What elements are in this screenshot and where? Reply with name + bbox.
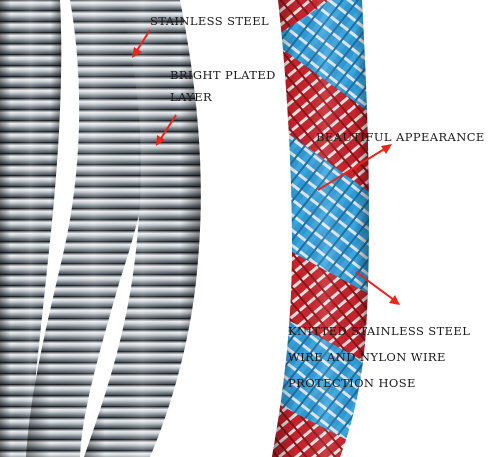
label-knitted-line2: WIRE AND NYLON WIRE: [288, 350, 446, 364]
arrow-bright-plated: [156, 114, 177, 146]
arrow-stainless-steel: [132, 29, 151, 58]
label-bright-plated-line2: LAYER: [170, 90, 213, 104]
label-stainless-steel-text: STAINLESS STEEL: [150, 14, 270, 28]
label-bright-plated-line1: BRIGHT PLATED: [170, 68, 276, 82]
steel-hose-right: [84, 0, 201, 457]
arrow-knitted-hose: [355, 271, 400, 305]
label-knitted-hose: KNITTED STAINLESS STEEL WIRE AND NYLON W…: [288, 318, 470, 396]
callout-arrows: [132, 29, 400, 305]
label-beautiful-appearance-text: BEAUTIFUL APPEARANCE: [316, 130, 485, 144]
steel-hose-left: [0, 0, 62, 457]
label-knitted-line1: KNITTED STAINLESS STEEL: [288, 324, 471, 338]
label-beautiful-appearance: BEAUTIFUL APPEARANCE: [316, 130, 485, 144]
steel-hose-middle: [26, 0, 162, 457]
label-stainless-steel: STAINLESS STEEL: [150, 14, 269, 28]
label-bright-plated: BRIGHT PLATED LAYER: [170, 64, 276, 108]
arrow-beautiful-appearance: [317, 144, 392, 191]
label-knitted-line3: PROTECTION HOSE: [288, 376, 416, 390]
